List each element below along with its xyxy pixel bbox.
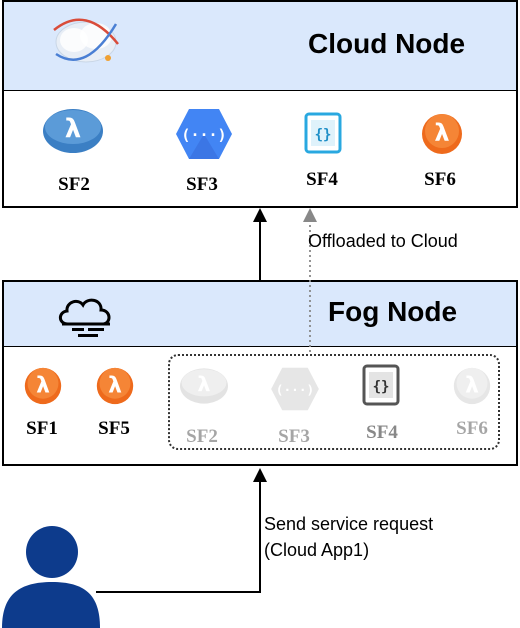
svg-text:λ: λ — [108, 373, 122, 398]
svg-text:(···): (···) — [276, 383, 314, 398]
gcp-function-icon: (···) — [176, 109, 232, 159]
fog-node-title: Fog Node — [328, 296, 458, 327]
fog-to-cloud-arrowhead — [253, 208, 267, 222]
function-file-icon: {} — [304, 112, 342, 154]
cloud-node: Cloud Node λ SF2 (···) SF3 {} SF4 λ SF6 — [2, 0, 518, 208]
lambda-icon: λ — [422, 114, 462, 154]
svg-text:{}: {} — [373, 379, 390, 395]
offload-label: Offloaded to Cloud — [308, 231, 458, 251]
request-label-line2: (Cloud App1) — [264, 540, 370, 560]
lambda-icon: λ — [180, 368, 228, 404]
fog-node: Fog Node λ SF1 λ SF5 λ SF2 (···) SF3 {} … — [2, 280, 518, 466]
fog-function-label: SF2 — [186, 426, 218, 447]
cloud-logo-icon — [53, 18, 119, 63]
svg-text:λ: λ — [465, 373, 479, 398]
svg-text:λ: λ — [36, 373, 50, 398]
fog-cloud-icon — [58, 298, 111, 337]
user-icon — [2, 526, 100, 628]
gcp-function-icon: (···) — [271, 367, 319, 411]
lambda-icon: λ — [24, 367, 62, 405]
svg-text:λ: λ — [197, 372, 210, 396]
fog-function-label: SF5 — [98, 418, 130, 439]
lambda-icon: λ — [43, 109, 103, 153]
fog-function-label: SF3 — [278, 426, 310, 447]
fog-function-label: SF6 — [456, 418, 488, 439]
svg-text:{}: {} — [315, 127, 332, 143]
request-arrowhead — [253, 468, 267, 482]
cloud-function-label: SF6 — [424, 169, 456, 190]
svg-text:λ: λ — [434, 119, 449, 147]
svg-text:(···): (···) — [181, 126, 226, 144]
cloud-node-title: Cloud Node — [308, 28, 466, 59]
lambda-icon: λ — [96, 367, 134, 405]
request-label-line1: Send service request — [264, 514, 434, 534]
cloud-function-label: SF4 — [306, 169, 338, 190]
offload-arrowhead — [303, 208, 317, 222]
fog-function-label: SF4 — [366, 422, 398, 443]
fog-function-label: SF1 — [26, 418, 58, 439]
svg-text:λ: λ — [65, 114, 81, 144]
cloud-function-label: SF2 — [58, 174, 90, 195]
request-arrow — [96, 478, 261, 593]
cloud-function-label: SF3 — [186, 174, 218, 195]
lambda-icon: λ — [453, 367, 491, 405]
offload-candidate-group — [168, 354, 500, 450]
function-file-icon: {} — [362, 364, 400, 406]
